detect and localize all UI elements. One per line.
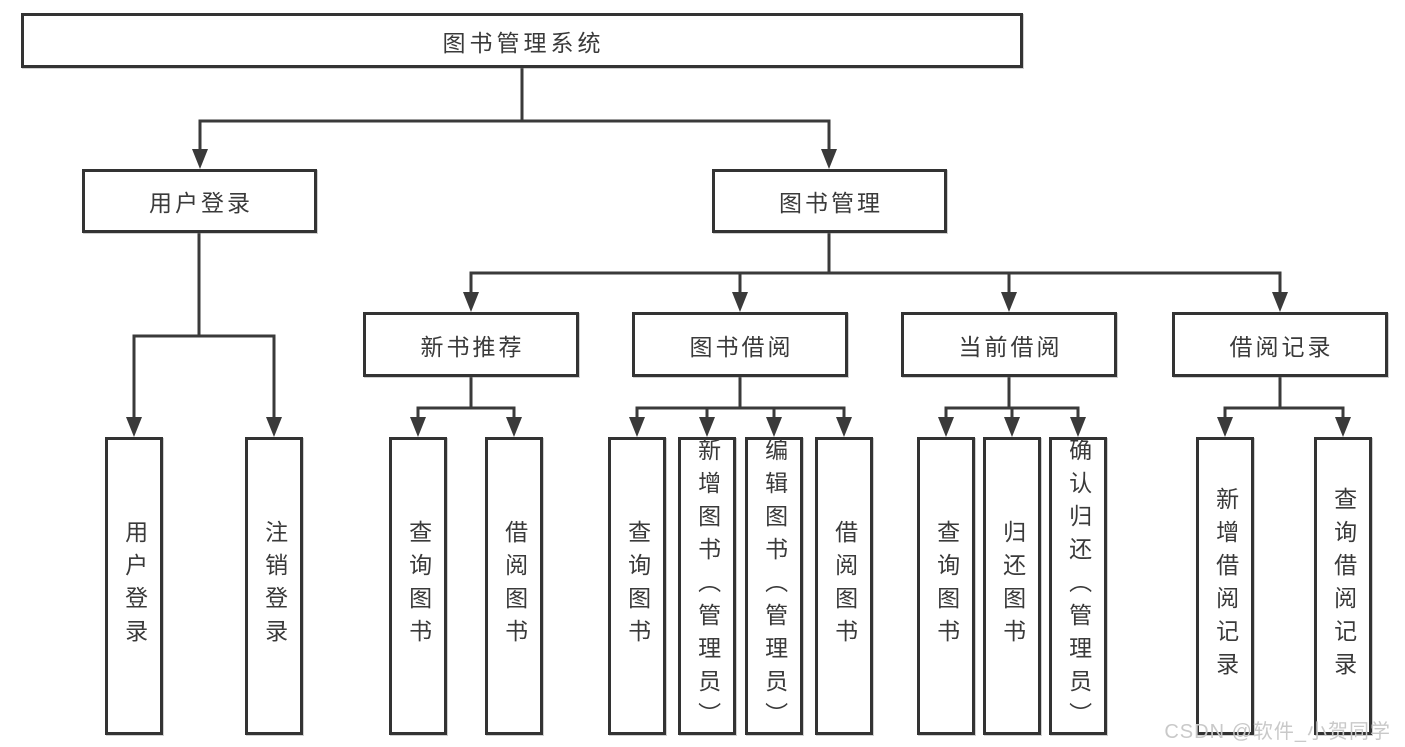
leaf-newbook-query-books-label: 查询图书 xyxy=(405,520,432,652)
leaf-newbook-borrow-books-label: 借阅图书 xyxy=(501,520,528,652)
connector-user-login-split xyxy=(126,233,282,437)
connector-book-management-split xyxy=(463,232,1288,312)
leaf-borrow-add-books-admin-label: 新增图书（管理员） xyxy=(694,437,721,735)
connector-root-split xyxy=(192,68,837,169)
node-new-book-recommend-label: 新书推荐 xyxy=(420,333,525,360)
leaf-user-logout-label: 注销登录 xyxy=(261,520,288,652)
leaf-user-login-label: 用户登录 xyxy=(121,520,148,652)
node-borrow-record: 借阅记录 xyxy=(1172,312,1388,377)
leaf-borrow-add-books-admin: 新增图书（管理员） xyxy=(678,437,736,735)
node-book-borrow-label: 图书借阅 xyxy=(689,333,794,360)
node-root-system: 图书管理系统 xyxy=(21,13,1023,68)
leaf-borrow-edit-books-admin: 编辑图书（管理员） xyxy=(745,437,803,735)
leaf-user-logout: 注销登录 xyxy=(245,437,303,735)
node-new-book-recommend: 新书推荐 xyxy=(363,312,579,377)
leaf-current-query-books-label: 查询图书 xyxy=(933,520,960,652)
leaf-record-query-borrow-record-label: 查询借阅记录 xyxy=(1330,487,1357,685)
leaf-user-login: 用户登录 xyxy=(105,437,163,735)
node-book-borrow: 图书借阅 xyxy=(632,312,848,377)
leaf-record-add-borrow-record-label: 新增借阅记录 xyxy=(1212,487,1239,685)
node-book-management: 图书管理 xyxy=(712,169,947,233)
leaf-borrow-edit-books-admin-label: 编辑图书（管理员） xyxy=(761,437,788,735)
connector-book-borrow-split xyxy=(629,377,852,437)
node-user-login-label: 用户登录 xyxy=(149,190,253,216)
leaf-current-confirm-return-admin: 确认归还（管理员） xyxy=(1049,437,1107,735)
node-book-management-label: 图书管理 xyxy=(779,190,883,216)
connector-borrow-record-split xyxy=(1217,377,1351,437)
leaf-record-query-borrow-record: 查询借阅记录 xyxy=(1314,437,1372,735)
leaf-borrow-borrow-books: 借阅图书 xyxy=(815,437,873,735)
leaf-current-confirm-return-admin-label: 确认归还（管理员） xyxy=(1065,437,1092,735)
node-current-borrow: 当前借阅 xyxy=(901,312,1117,377)
connector-current-borrow-split xyxy=(938,377,1086,437)
connector-new-book-split xyxy=(410,377,522,437)
node-borrow-record-label: 借阅记录 xyxy=(1229,333,1334,360)
node-current-borrow-label: 当前借阅 xyxy=(958,333,1063,360)
node-user-login: 用户登录 xyxy=(82,169,317,233)
csdn-watermark: CSDN @软件_小贺同学 xyxy=(1164,721,1391,743)
node-root-label: 图书管理系统 xyxy=(442,29,605,56)
leaf-newbook-borrow-books: 借阅图书 xyxy=(485,437,543,735)
leaf-current-query-books: 查询图书 xyxy=(917,437,975,735)
leaf-current-return-books-label: 归还图书 xyxy=(999,520,1026,652)
leaf-current-return-books: 归还图书 xyxy=(983,437,1041,735)
leaf-newbook-query-books: 查询图书 xyxy=(389,437,447,735)
leaf-borrow-borrow-books-label: 借阅图书 xyxy=(831,520,858,652)
leaf-record-add-borrow-record: 新增借阅记录 xyxy=(1196,437,1254,735)
leaf-borrow-query-books-label: 查询图书 xyxy=(624,520,651,652)
leaf-borrow-query-books: 查询图书 xyxy=(608,437,666,735)
